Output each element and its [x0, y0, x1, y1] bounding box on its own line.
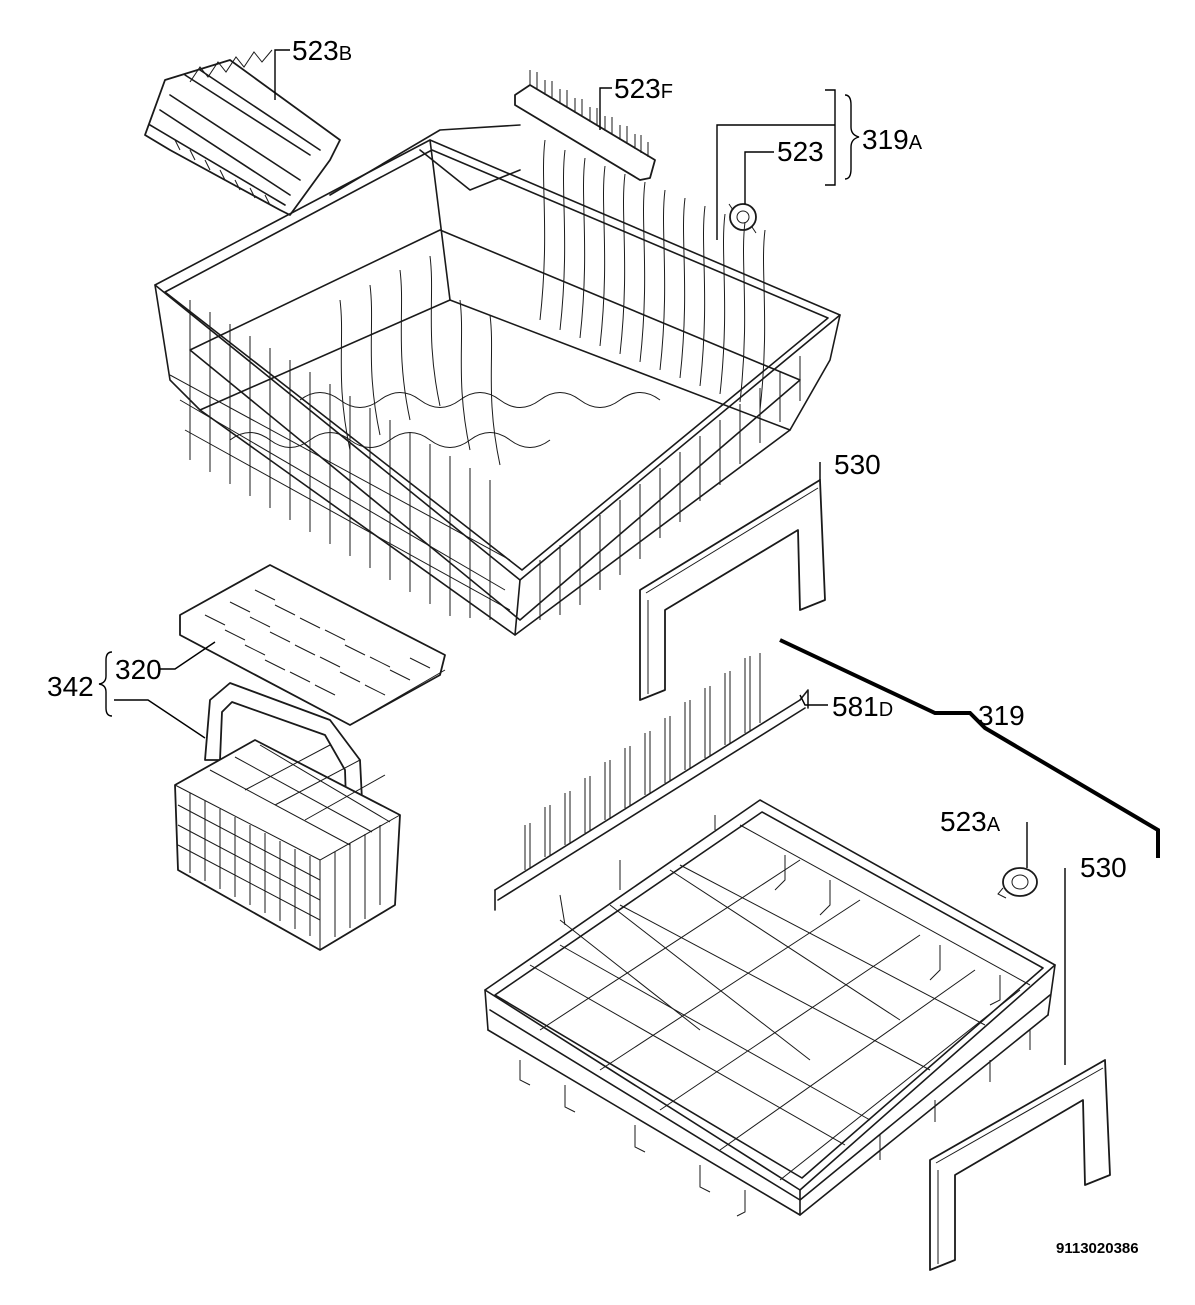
rail-cover-530-bottom [929, 1059, 1111, 1271]
wheel-icon [997, 867, 1038, 899]
callout-530-bottom: 530 [1080, 854, 1127, 885]
callout-suffix: B [338, 43, 353, 65]
callout-523f: 523F [614, 75, 673, 106]
callout-number: 320 [115, 654, 162, 685]
cup-rack-insert-523b [144, 49, 341, 216]
callout-530-top: 530 [834, 451, 881, 482]
cutlery-lid-320 [179, 564, 446, 726]
callout-number: 523 [292, 35, 339, 66]
callout-number: 523 [940, 806, 987, 837]
callout-320: 320 [115, 656, 162, 687]
callout-suffix: A [908, 132, 923, 154]
callout-number: 581 [832, 691, 879, 722]
callout-number: 523 [777, 136, 824, 167]
callout-number: 530 [834, 449, 881, 480]
callout-number: 530 [1080, 852, 1127, 883]
callout-581d: 581D [832, 693, 893, 724]
wheel-icon [728, 203, 757, 234]
comb-insert-523f [514, 70, 656, 181]
callout-number: 342 [47, 671, 94, 702]
cutlery-basket-icon [174, 682, 401, 951]
callout-suffix: A [986, 814, 1001, 836]
callout-523: 523 [777, 138, 824, 169]
callout-319: 319 [978, 702, 1025, 733]
tine-rack-581d [494, 653, 809, 911]
callout-number: 319 [978, 700, 1025, 731]
callout-suffix: F [660, 81, 673, 103]
lower-basket-icon [484, 799, 1056, 1217]
callout-number: 319 [862, 124, 909, 155]
leader-lines [98, 49, 1160, 1065]
callout-523a: 523A [940, 808, 1000, 839]
rail-cover-530-top [639, 479, 826, 701]
upper-basket-icon [154, 124, 841, 636]
document-number: 9113020386 [1056, 1240, 1139, 1257]
callout-number: 523 [614, 73, 661, 104]
callout-523b: 523B [292, 37, 352, 68]
callout-suffix: D [878, 699, 894, 721]
callout-342: 342 [47, 673, 94, 704]
callout-319a: 319A [862, 126, 922, 157]
